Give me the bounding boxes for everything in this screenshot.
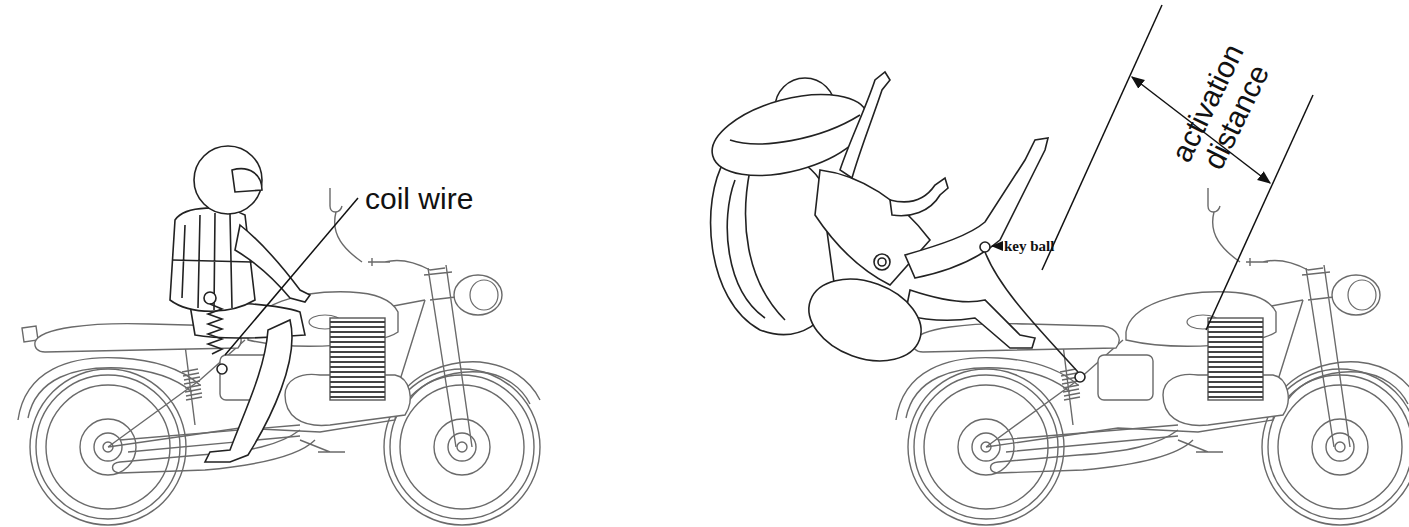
leader-line <box>225 198 358 355</box>
pointer-arrow <box>992 245 1002 246</box>
motorcycle <box>18 188 540 525</box>
part-label: key ball <box>1004 238 1054 255</box>
rider-airbag <box>703 72 1085 382</box>
part-label: coil wire <box>365 183 473 215</box>
dimension-line <box>1042 5 1162 270</box>
rider-seated <box>170 146 310 462</box>
dimension-label: activation distance <box>1158 24 1286 196</box>
